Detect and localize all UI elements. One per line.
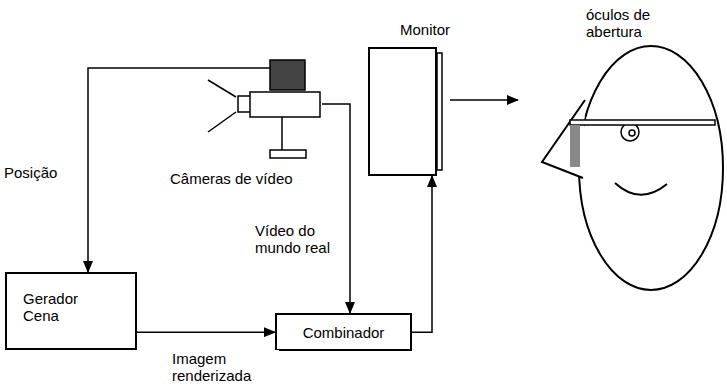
head-node: óculos de abertura [540, 45, 723, 291]
monitor-side [437, 53, 442, 170]
edge-label: Imagem renderizada [170, 350, 279, 385]
camera-node: Câmeras de vídeo [270, 60, 322, 160]
head-figure [542, 46, 723, 290]
process-box: Gerador Cena [5, 272, 137, 350]
node-label: Combinador [277, 315, 410, 341]
node-label: óculos de abertura [586, 6, 696, 41]
process-box: Combinador [275, 313, 412, 351]
connector-arrow [412, 176, 432, 332]
video-camera [208, 60, 320, 158]
connector-arrow [322, 104, 350, 313]
connector-arrow [137, 331, 275, 333]
node-label: Gerador Cena [7, 274, 109, 325]
node-label: Câmeras de vídeo [170, 170, 293, 187]
connector-arrow [450, 99, 518, 101]
node-label: Monitor [400, 21, 450, 38]
edge-label: Vídeo do mundo real [253, 222, 347, 257]
edge-label: Posição [2, 164, 59, 181]
monitor-box: Monitor [368, 47, 437, 176]
